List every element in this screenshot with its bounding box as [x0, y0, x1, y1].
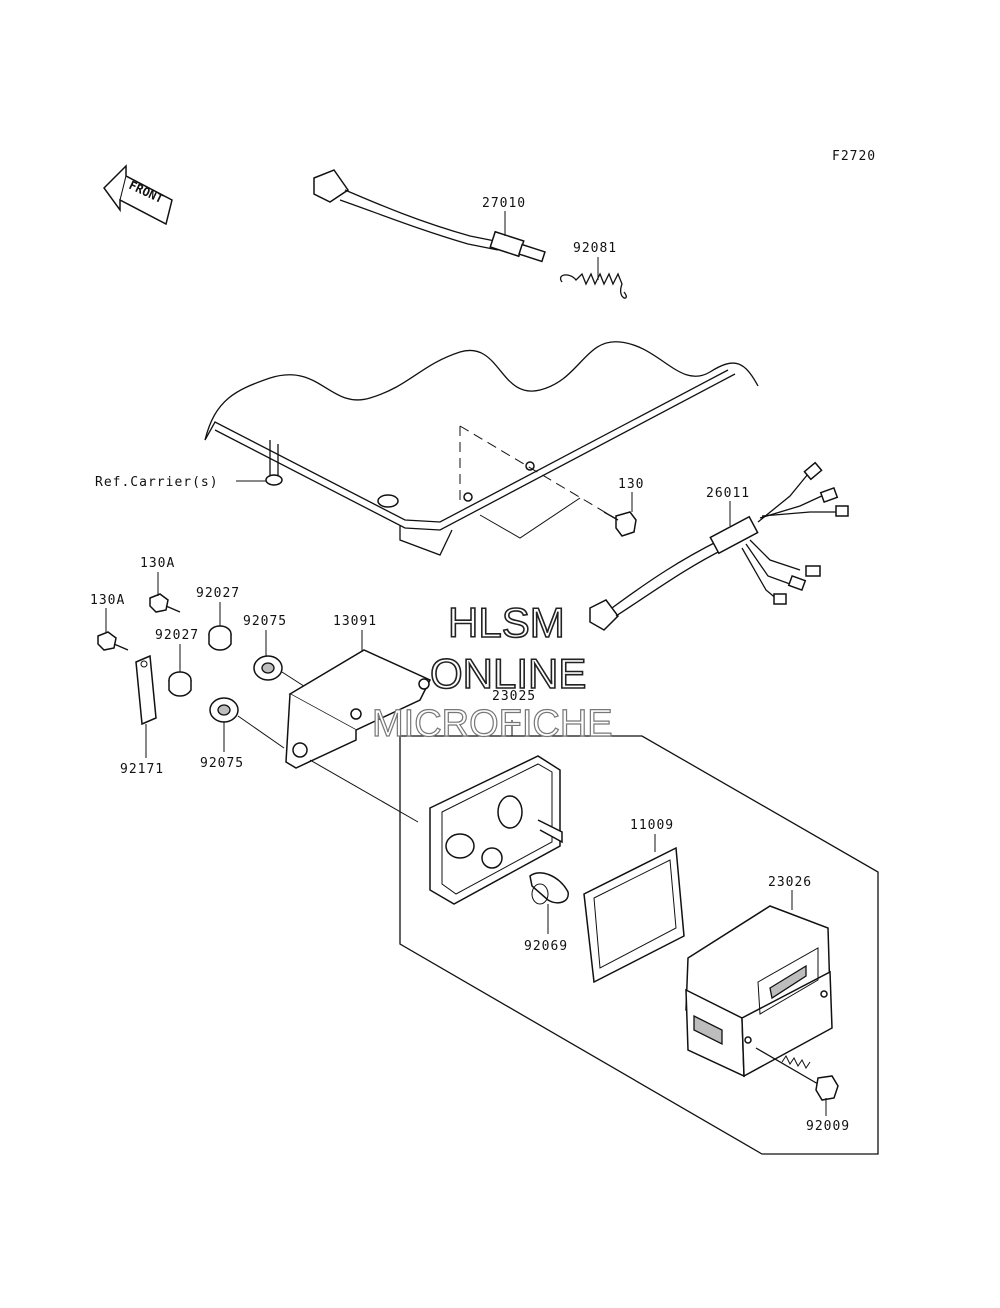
gasket-11009 [583, 846, 685, 984]
watermark-line3: MICROFICHE [372, 703, 613, 745]
label-92075-lower: 92075 [200, 756, 244, 771]
lamp-base [429, 755, 563, 905]
grommet-92075-lower [209, 697, 285, 749]
bulb-92069 [529, 872, 569, 905]
watermark-line2: ONLINE [430, 650, 586, 697]
label-26011: 26011 [706, 486, 750, 501]
label-92171: 92171 [120, 762, 164, 777]
ref-carrier-label: Ref.Carrier(s) [95, 475, 219, 490]
lens-23026 [685, 905, 833, 1078]
label-92027-upper: 92027 [196, 586, 240, 601]
spring-92081 [559, 272, 627, 299]
label-130: 130 [618, 477, 644, 492]
label-92069: 92069 [524, 939, 568, 954]
label-130a-upper: 130A [140, 556, 175, 571]
label-13091: 13091 [333, 614, 377, 629]
label-130a-lower: 130A [90, 593, 125, 608]
label-23026: 23026 [768, 875, 812, 890]
screw-92009 [755, 1047, 839, 1101]
strap-92171 [135, 654, 157, 726]
bolt-130 [603, 511, 637, 537]
tail-lamp-assembly-23025 [399, 720, 879, 1155]
wiring-harness-26011 [589, 461, 849, 631]
bolt-130a-lower [97, 631, 129, 651]
front-arrow-icon: FRONT [103, 164, 173, 226]
diagram-code: F2720 [832, 149, 876, 164]
label-92027-lower: 92027 [155, 628, 199, 643]
label-92081: 92081 [573, 241, 617, 256]
label-92009: 92009 [806, 1119, 850, 1134]
switch-cable-27010 [313, 169, 546, 263]
collar-92027-lower [168, 671, 192, 697]
grommet-92075-upper [253, 655, 311, 691]
bolt-130a-upper [149, 593, 181, 613]
label-23025: 23025 [492, 689, 536, 704]
label-92075-upper: 92075 [243, 614, 287, 629]
carrier-plate [204, 341, 759, 556]
collar-92027-upper [208, 625, 232, 651]
watermark-line1: HLSM [448, 599, 565, 646]
label-11009: 11009 [630, 818, 674, 833]
label-27010: 27010 [482, 196, 526, 211]
